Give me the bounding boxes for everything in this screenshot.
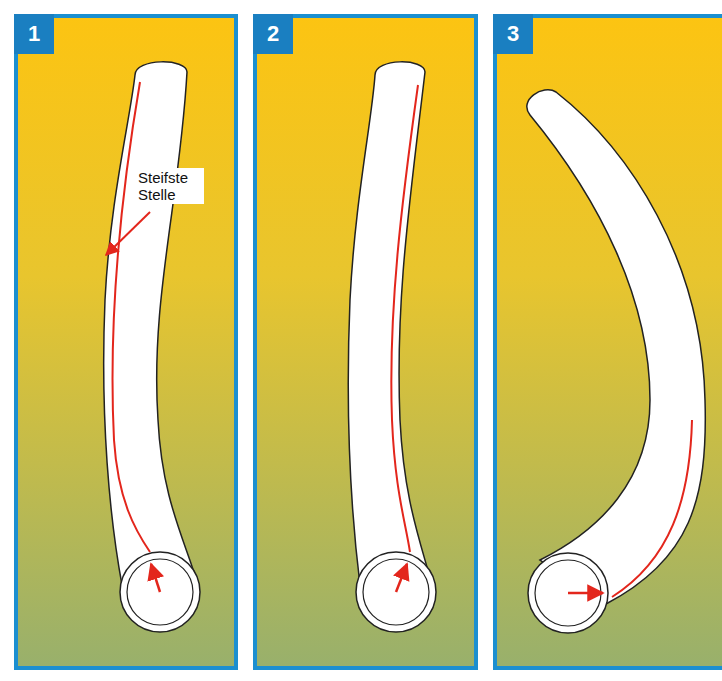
tire-sidewall — [104, 62, 198, 585]
force-arrow — [396, 564, 407, 592]
rim — [127, 559, 193, 625]
stiff-line — [391, 85, 418, 552]
panel-number-text: 1 — [28, 21, 40, 47]
callout-label: Steifste Stelle — [136, 168, 204, 204]
panel-number: 3 — [493, 14, 533, 54]
tire-sidewall — [348, 62, 432, 585]
stiff-line — [112, 82, 150, 552]
panel — [16, 16, 236, 668]
rim — [363, 559, 429, 625]
panel-number-text: 3 — [507, 21, 519, 47]
panel-number-text: 2 — [267, 21, 279, 47]
panel — [255, 16, 476, 668]
stiff-line — [612, 420, 692, 597]
panel-number: 2 — [253, 14, 293, 54]
rim — [528, 553, 608, 633]
leader-line — [106, 212, 150, 255]
tire-sidewall — [527, 90, 705, 604]
rim — [120, 552, 200, 632]
panel — [495, 16, 722, 668]
panel-number: 1 — [14, 14, 54, 54]
force-arrow — [151, 564, 160, 592]
force-arrow — [568, 592, 603, 595]
rim — [356, 552, 436, 632]
